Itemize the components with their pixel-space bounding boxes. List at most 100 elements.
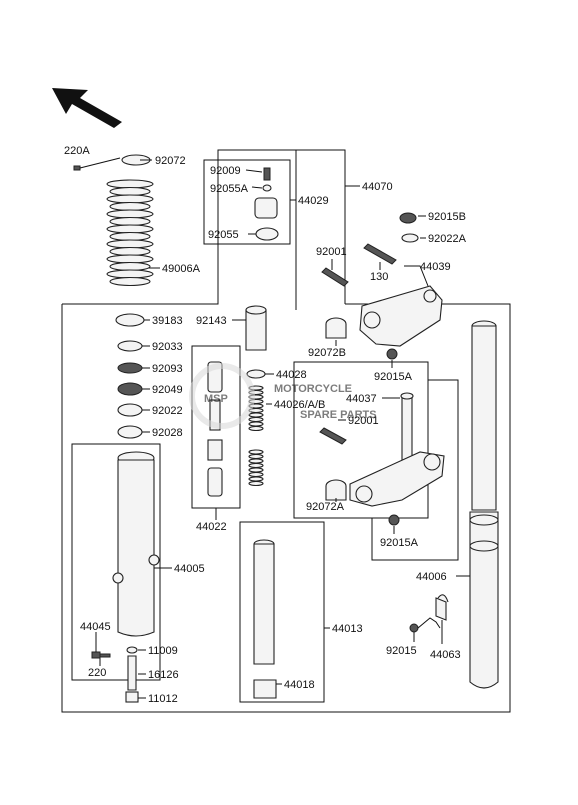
label-130: 130 [370, 271, 388, 283]
upper-frame [62, 149, 346, 305]
spring-coil [248, 471, 264, 478]
clamp-92072a [325, 479, 347, 501]
boot-rib [106, 179, 154, 189]
main-assembly-frame [61, 303, 511, 713]
label-16126: 16126 [148, 669, 179, 681]
label-11012: 11012 [148, 693, 178, 705]
label-92093: 92093 [152, 363, 183, 375]
leader-lines [95, 159, 470, 699]
label-92015a-upper: 92015A [374, 371, 413, 383]
watermark-logo: MSP [204, 393, 228, 405]
steering-stem-44037 [400, 392, 414, 467]
label-92033: 92033 [152, 341, 183, 353]
watermark-line2: SPARE PARTS [300, 409, 377, 421]
boot-rib [109, 201, 151, 212]
label-92028: 92028 [152, 427, 183, 439]
label-92055a: 92055A [210, 183, 249, 195]
label-92049: 92049 [152, 384, 183, 396]
fork-boot [106, 154, 154, 287]
washer-11009 [126, 646, 138, 654]
bolt-130 [363, 243, 397, 265]
label-92022a: 92022A [428, 233, 467, 245]
label-44029: 44029 [298, 195, 329, 207]
boot-rib [106, 194, 154, 204]
label-92001-lower: 92001 [348, 415, 379, 427]
spring-coil [248, 412, 264, 418]
collar-44028 [246, 369, 266, 379]
label-92001-upper: 92001 [316, 246, 347, 258]
outer-tube-44005 [112, 451, 160, 637]
spring-coil [248, 453, 264, 460]
label-92143: 92143 [196, 315, 227, 327]
label-92022: 92022 [152, 405, 183, 417]
boot-rib [109, 231, 151, 242]
spring-coil [248, 458, 264, 464]
spring-coil [248, 462, 264, 469]
label-92072a: 92072A [306, 501, 345, 513]
nut-92015b [399, 212, 417, 224]
spring-coil [248, 480, 264, 487]
spring-coil [248, 449, 264, 455]
label-44045: 44045 [80, 621, 111, 633]
label-92072: 92072 [155, 155, 186, 167]
label-92009: 92009 [210, 165, 241, 177]
bolt-220 [91, 651, 101, 659]
seal-stack [115, 313, 145, 439]
watermark: MSP MOTORCYCLE SPARE PARTS [189, 363, 377, 429]
cap-11012 [125, 691, 139, 703]
nut-92015 [409, 623, 419, 633]
lower-bracket [349, 451, 445, 507]
spring-coil [248, 421, 264, 427]
washer-92022a [401, 233, 419, 243]
label-44018: 44018 [284, 679, 315, 691]
boot-rib [106, 209, 154, 219]
nut-92015a-lower [388, 514, 400, 526]
boot-rib [106, 224, 154, 234]
bushing-44018 [253, 679, 277, 699]
boot-rib [106, 269, 154, 279]
inner-tube-44013 [253, 539, 275, 665]
spring-coil [248, 467, 264, 473]
spacer-92143 [245, 309, 267, 351]
oring-92055 [255, 227, 279, 241]
bolt-92001-lower [319, 427, 347, 445]
boot-rib [109, 186, 151, 197]
label-11009: 11009 [148, 645, 178, 657]
lower-bracket-box [293, 361, 429, 519]
bolt-92009 [263, 167, 271, 181]
label-220: 220 [88, 667, 106, 679]
screw-220a [73, 165, 81, 171]
label-92015b: 92015B [428, 211, 466, 223]
label-44039: 44039 [420, 261, 451, 273]
label-44037: 44037 [346, 393, 377, 405]
oring-92055a [262, 184, 272, 192]
spring-coil [248, 476, 264, 482]
label-44022: 44022 [196, 521, 227, 533]
label-44006: 44006 [416, 571, 447, 583]
fork-assembly-44006 [469, 320, 499, 689]
label-44070: 44070 [362, 181, 393, 193]
label-39183: 39183 [152, 315, 183, 327]
boot-rib [109, 246, 151, 257]
label-92015a-lower: 92015A [380, 537, 419, 549]
label-44063: 44063 [430, 649, 461, 661]
boot-rib [109, 261, 151, 272]
clamp-92072b [325, 317, 347, 339]
label-220a: 220A [64, 145, 90, 157]
label-44028: 44028 [276, 369, 307, 381]
cap-kit-box [203, 159, 291, 245]
front-direction-arrow-icon [52, 88, 122, 128]
label-44005: 44005 [174, 563, 205, 575]
boot-rib [106, 254, 154, 264]
label-92072b: 92072B [308, 347, 346, 359]
cap-44029 [254, 197, 278, 219]
bolt-92001-upper [321, 267, 349, 287]
bolt-16126 [127, 655, 137, 691]
outer-tube-box [71, 443, 161, 681]
spring-coil [248, 425, 264, 432]
watermark-line1: MOTORCYCLE [274, 383, 352, 395]
boot-rib [109, 216, 151, 227]
label-92055: 92055 [208, 229, 239, 241]
inner-tube-box [239, 521, 325, 703]
